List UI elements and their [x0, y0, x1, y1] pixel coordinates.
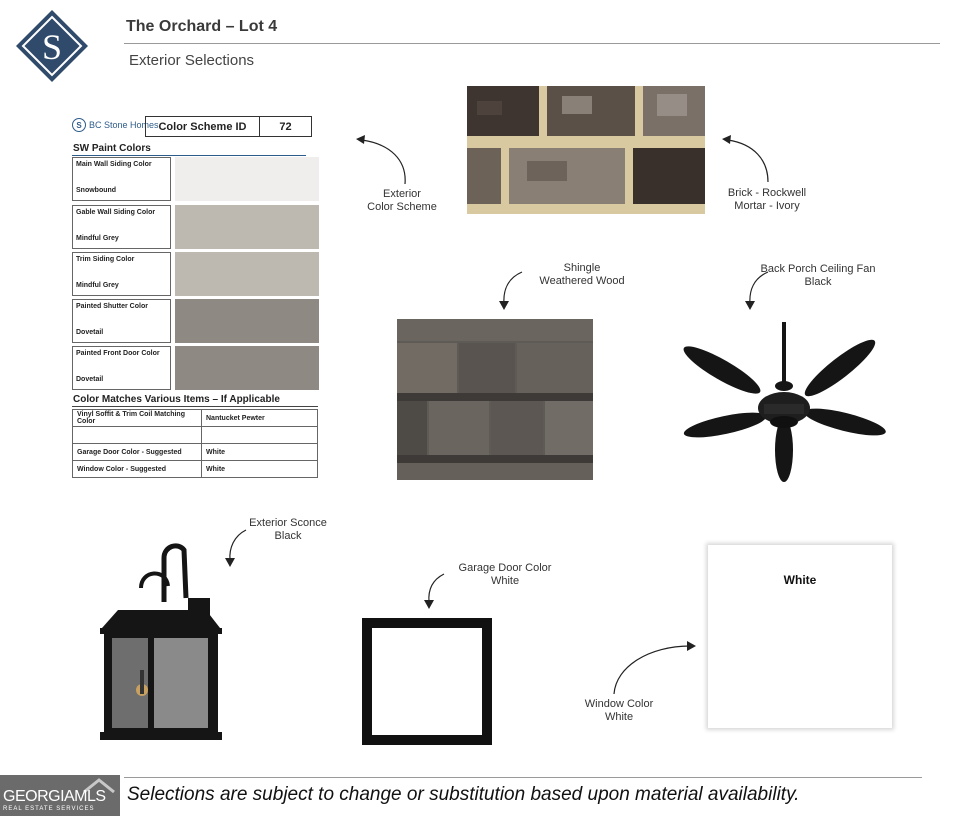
exterior-scheme-caption: Exterior Color Scheme: [360, 188, 444, 214]
georgia-mls-logo: GEORGIAMLS REAL ESTATE SERVICES: [0, 775, 120, 816]
caption-line: Garage Door Color: [458, 562, 552, 574]
paint-row-label: Painted Front Door Color: [76, 350, 160, 357]
match-label: Window Color - Suggested: [72, 460, 202, 478]
table-row: [72, 426, 318, 444]
caption-line: Weathered Wood: [539, 275, 625, 287]
mls-logo-text: GEORGIAMLS: [3, 788, 106, 805]
caption-line: Shingle: [563, 262, 601, 274]
brand-mark-icon: S: [72, 118, 86, 132]
match-label: Vinyl Soffit & Trim Coil Matching Color: [72, 409, 202, 427]
caption-line: Exterior Sconce: [249, 517, 327, 529]
sconce-caption: Exterior Sconce Black: [240, 517, 336, 543]
page-subtitle: Exterior Selections: [129, 52, 255, 69]
caption-line: Brick - Rockwell: [727, 187, 807, 199]
window-swatch-label: White: [783, 573, 817, 587]
color-swatch: [175, 157, 319, 201]
caption-line: Color Scheme: [367, 201, 437, 213]
curved-arrow-icon: [356, 135, 406, 185]
brick-caption: Brick - Rockwell Mortar - Ivory: [712, 187, 822, 213]
caption-line: Black: [274, 530, 302, 542]
brick-sample-image: [467, 86, 705, 214]
paint-row-value: Mindful Grey: [76, 282, 119, 289]
shingle-sample-image: [397, 319, 593, 480]
ceiling-fan-image: [683, 322, 886, 482]
brand-name: BC Stone Homes: [89, 120, 159, 130]
paint-row-label: Gable Wall Siding Color: [76, 209, 156, 216]
paint-row-label: Trim Siding Color: [76, 256, 135, 263]
caption-line: Exterior: [383, 188, 421, 200]
scheme-id-box: Color Scheme ID 72: [145, 116, 312, 137]
color-swatch: [175, 346, 319, 390]
paint-row-value: Dovetail: [76, 329, 104, 336]
paint-row-value: Snowbound: [76, 187, 117, 194]
page-title: The Orchard – Lot 4: [126, 18, 278, 35]
garage-caption: Garage Door Color White: [452, 562, 558, 588]
logo-letter: S: [42, 27, 62, 67]
mls-logo-subtext: REAL ESTATE SERVICES: [3, 806, 95, 812]
exterior-sconce-image: [100, 543, 222, 740]
paint-row-value: Dovetail: [76, 376, 104, 383]
footer-divider: [124, 777, 922, 778]
color-swatch: [175, 205, 319, 249]
scheme-id-value: 72: [279, 120, 292, 133]
match-value: White: [201, 443, 318, 461]
match-label: Garage Door Color - Suggested: [72, 443, 202, 461]
shingle-caption: Shingle Weathered Wood: [527, 262, 637, 288]
match-value: White: [201, 460, 318, 478]
scheme-id-label: Color Scheme ID: [146, 117, 260, 136]
color-swatch: [175, 252, 319, 296]
window-caption: Window Color White: [572, 698, 666, 724]
curved-arrow-icon: [745, 271, 769, 310]
match-value: Nantucket Pewter: [201, 409, 318, 427]
match-section-title: Color Matches Various Items – If Applica…: [73, 394, 280, 405]
paint-row-value: Mindful Grey: [76, 235, 119, 242]
caption-line: Mortar - Ivory: [734, 200, 800, 212]
caption-line: Black: [804, 276, 832, 288]
match-section-underline: [72, 406, 318, 407]
window-color-swatch: White: [708, 545, 892, 728]
match-label: [72, 426, 202, 444]
brand-logo: S BC Stone Homes: [72, 118, 159, 132]
match-value: [201, 426, 318, 444]
garage-door-color-swatch: [362, 618, 492, 745]
swatch-inner: [372, 628, 482, 735]
house-roof-icon: [83, 778, 115, 793]
paint-row-label: Painted Shutter Color: [76, 303, 148, 310]
curved-arrow-icon: [424, 573, 445, 609]
color-scheme-card: S BC Stone Homes Color Scheme ID 72 SW P…: [72, 114, 322, 482]
curved-arrow-icon: [722, 135, 769, 183]
caption-line: White: [490, 575, 520, 587]
curved-arrow-icon: [225, 529, 247, 567]
disclaimer-text: Selections are subject to change or subs…: [127, 784, 800, 805]
curved-arrow-icon: [613, 641, 696, 695]
curved-arrow-icon: [499, 271, 523, 310]
paint-row-label: Main Wall Siding Color: [76, 161, 152, 168]
header-divider: [124, 43, 940, 44]
company-logo: S: [16, 10, 88, 82]
color-swatch: [175, 299, 319, 343]
caption-line: Window Color: [584, 698, 654, 710]
fan-caption: Back Porch Ceiling Fan Black: [760, 263, 876, 289]
caption-line: White: [604, 711, 634, 723]
paint-section-underline: [72, 155, 306, 156]
caption-line: Back Porch Ceiling Fan: [760, 263, 876, 275]
paint-section-title: SW Paint Colors: [73, 143, 151, 154]
